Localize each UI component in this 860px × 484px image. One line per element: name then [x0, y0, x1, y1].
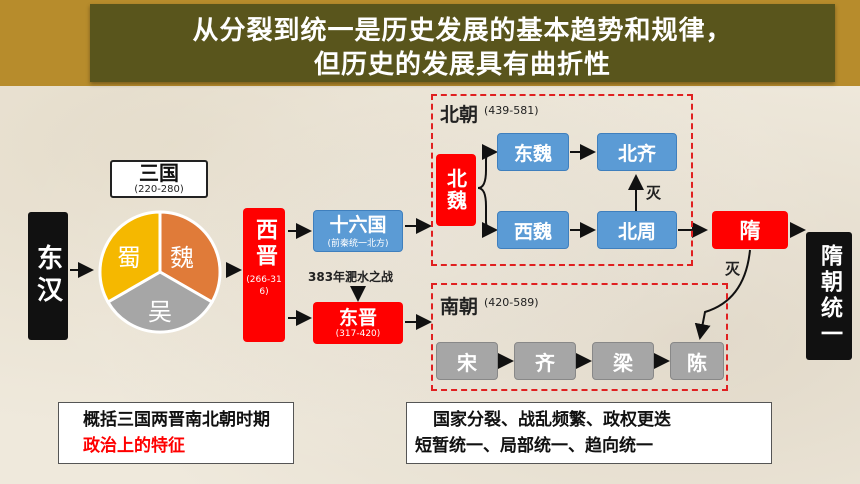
dongjin-years: (317-420): [335, 329, 381, 339]
dongjin-label: 东晋: [338, 307, 377, 329]
nanchao-song-box: 宋: [436, 342, 498, 380]
note-right-line-2: 短暂统一、局部统一、趋向统一: [415, 436, 653, 456]
title-panel: 从分裂到统一是历史发展的基本趋势和规律， 但历史的发展具有曲折性: [90, 4, 835, 82]
sui-unify-box: 隋朝统一: [806, 232, 852, 360]
nanchao-chen-box: 陈: [670, 342, 724, 380]
xijin-years: (266-316): [246, 275, 282, 297]
beichao-label: 北朝: [440, 104, 479, 126]
shiliuguo-box: 十六国 (前秦统一北方): [313, 210, 403, 252]
nanchao-qi-box: 齐: [514, 342, 576, 380]
note-left-text: 概括三国两晋南北朝时期: [83, 410, 270, 430]
battle-label: 383年淝水之战: [308, 270, 394, 284]
xijin-box: 西晋 (266-316): [243, 208, 285, 342]
xiwei-box: 西魏: [497, 211, 569, 249]
beizhou-mie-label: 灭: [646, 184, 662, 202]
note-right: 国家分裂、战乱频繁、政权更迭 短暂统一、局部统一、趋向统一: [406, 402, 772, 464]
xijin-label: 西晋: [252, 218, 277, 270]
beiqi-box: 北齐: [597, 133, 677, 171]
dongjin-box: 东晋 (317-420): [313, 302, 403, 344]
note-left-highlight: 政治上的特征: [83, 436, 185, 456]
beichao-years: (439-581): [484, 104, 539, 117]
note-right-line-1: 国家分裂、战乱频繁、政权更迭: [433, 410, 671, 430]
sui-box: 隋: [712, 211, 788, 249]
beizhou-box: 北周: [597, 211, 677, 249]
sanguo-years: (220-280): [134, 184, 184, 195]
sui-mie-label: 灭: [725, 260, 741, 278]
title-line-2: 但历史的发展具有曲折性: [313, 50, 611, 80]
pie-wei-label: 魏: [170, 244, 194, 272]
sanguo-label-box: 三国 (220-280): [110, 160, 208, 198]
pie-shu-label: 蜀: [117, 244, 141, 272]
donghan-box: 东汉: [28, 212, 68, 340]
nanchao-years: (420-589): [484, 296, 539, 309]
beichao-region: [431, 94, 693, 266]
dongwei-box: 东魏: [497, 133, 569, 171]
pie-wu-label: 吴: [148, 298, 172, 326]
nanchao-label: 南朝: [440, 296, 479, 318]
title-line-1: 从分裂到统一是历史发展的基本趋势和规律，: [192, 16, 733, 46]
sanguo-label: 三国: [139, 161, 179, 185]
beiwei-box: 北魏: [436, 154, 476, 226]
nanchao-liang-box: 梁: [592, 342, 654, 380]
note-left: 概括三国两晋南北朝时期政治上的特征: [58, 402, 294, 464]
shiliuguo-note: (前秦统一北方): [327, 238, 389, 249]
nanchao-region: [431, 283, 728, 391]
shiliuguo-label: 十六国: [329, 213, 387, 236]
